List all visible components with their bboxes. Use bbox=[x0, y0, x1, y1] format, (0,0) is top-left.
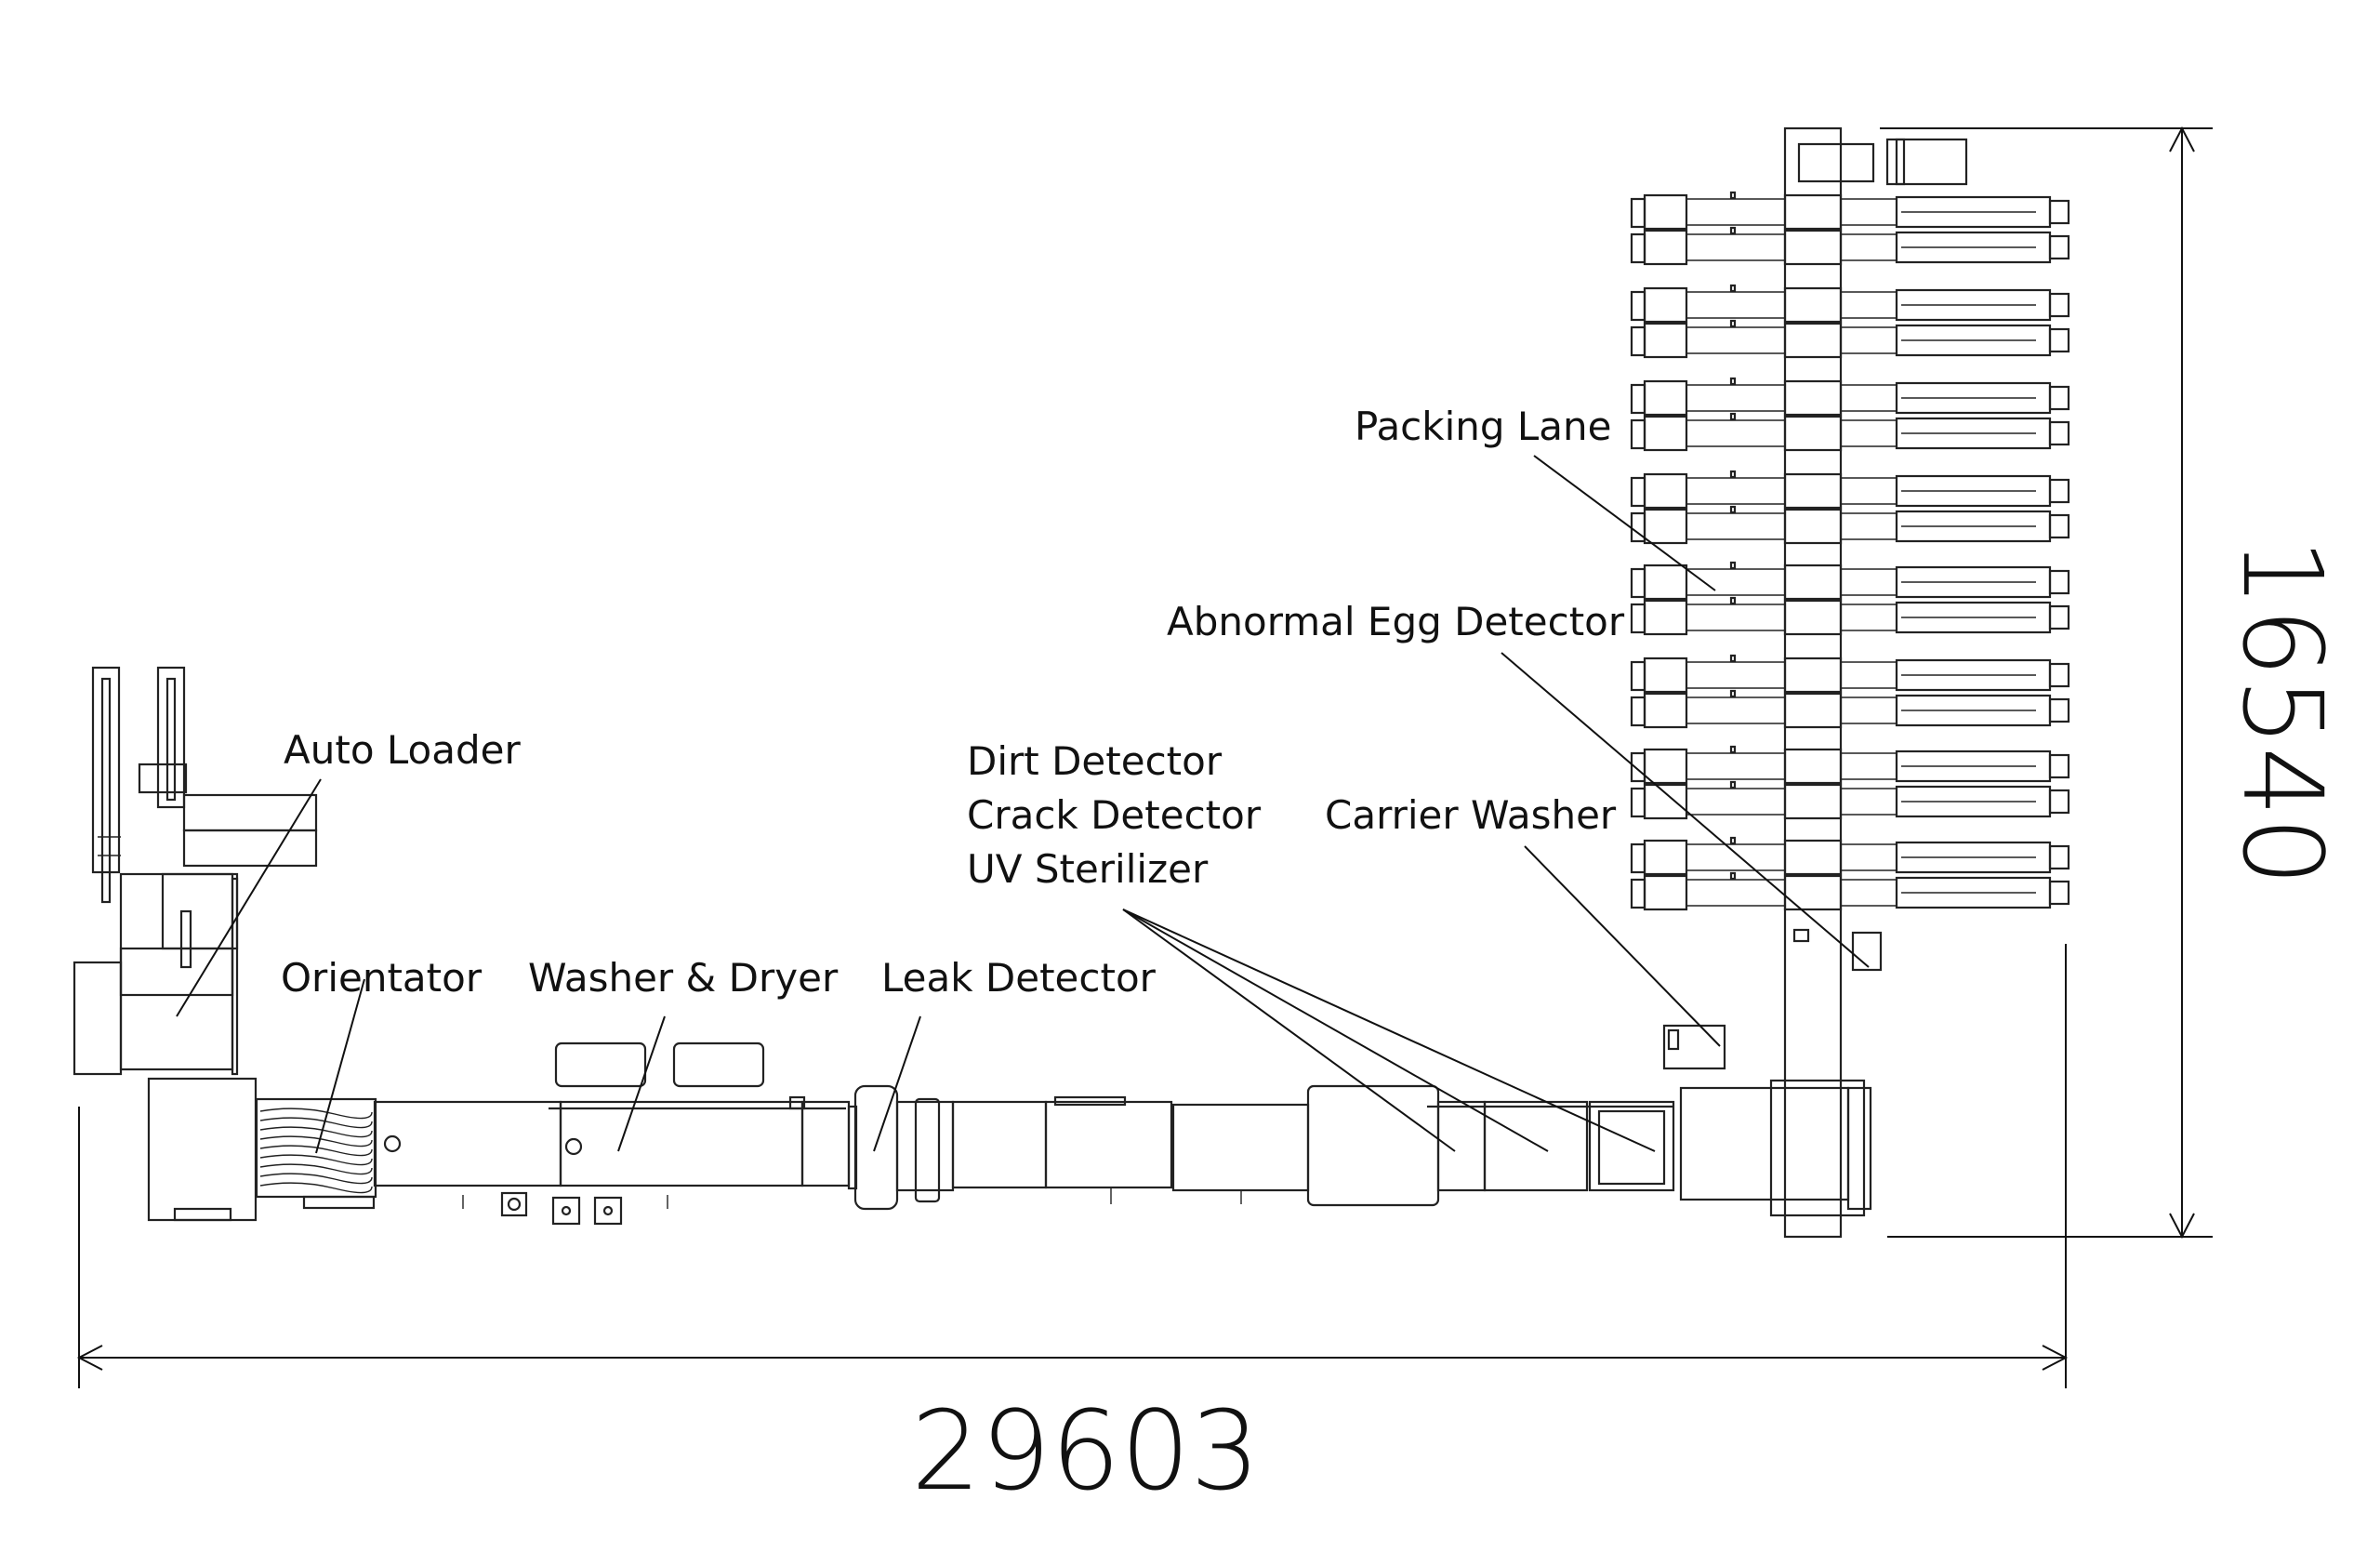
label-carrier-washer: Carrier Washer bbox=[1325, 792, 1617, 838]
leader-lines bbox=[176, 455, 1870, 1154]
label-crack-detector: Crack Detector bbox=[967, 792, 1262, 838]
label-leak-detector: Leak Detector bbox=[881, 955, 1156, 1001]
label-dirt-detector: Dirt Detector bbox=[967, 738, 1223, 784]
dimension-height: 16540 bbox=[2218, 537, 2347, 887]
label-abnormal-egg-detector: Abnormal Egg Detector bbox=[1167, 599, 1625, 644]
dimension-lines bbox=[76, 126, 2213, 1388]
label-packing-lane: Packing Lane bbox=[1355, 404, 1612, 449]
label-washer-dryer: Washer & Dryer bbox=[528, 955, 839, 1001]
inspection-machines bbox=[1044, 1084, 1675, 1207]
dimension-width: 29603 bbox=[911, 1386, 1261, 1515]
label-uv-sterilizer: UV Sterilizer bbox=[967, 846, 1209, 892]
orientator-machine bbox=[147, 1077, 377, 1222]
label-orientator: Orientator bbox=[281, 955, 483, 1001]
carrier-washer-machine bbox=[1662, 1024, 1872, 1217]
packing-tower bbox=[1783, 126, 1968, 1239]
label-auto-loader: Auto Loader bbox=[284, 727, 521, 773]
auto-loader-machine bbox=[73, 666, 318, 1076]
packing-lanes bbox=[1630, 191, 2070, 911]
washer-dryer-machine bbox=[373, 1041, 858, 1226]
leak-detector-machine bbox=[853, 1084, 1048, 1211]
